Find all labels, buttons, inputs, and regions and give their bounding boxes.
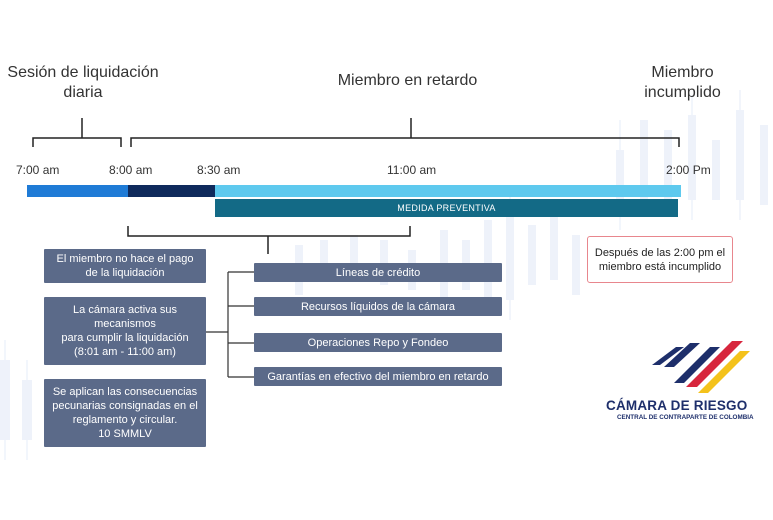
logo-subtitle: CENTRAL DE CONTRAPARTE DE COLOMBIA <box>617 414 754 421</box>
header-member-default: Miembro incumplido <box>644 64 721 101</box>
header-member-late: Miembro en retardo <box>337 72 478 89</box>
mechanism-liquid-resources: Recursos líquidos de la cámara <box>254 297 502 316</box>
box-member-no-payment: El miembro no hace el pago de la liquida… <box>44 249 206 283</box>
header-session: Sesión de liquidación diaria <box>7 64 159 101</box>
time-label-1100: 11:00 am <box>387 163 437 177</box>
time-label-0700: 7:00 am <box>16 163 60 177</box>
time-label-1400: 2:00 Pm <box>666 163 711 177</box>
timeline-late-segment <box>215 185 681 197</box>
preventive-measure-label: MEDIDA PREVENTIVA <box>397 203 496 213</box>
timeline-session-segment <box>27 185 128 197</box>
mechanism-cash-guarantees: Garantías en efectivo del miembro en ret… <box>254 367 502 386</box>
camara-de-riesgo-stripes-logo-icon <box>652 341 750 393</box>
mechanism-repo-operations: Operaciones Repo y Fondeo <box>254 333 502 352</box>
default-notice-box: Después de las 2:00 pm el miembro está i… <box>587 236 733 283</box>
time-label-0830: 8:30 am <box>197 163 241 177</box>
logo-name: CÁMARA DE RIESGO <box>606 398 748 413</box>
time-label-0800: 8:00 am <box>109 163 153 177</box>
timeline-grace-segment <box>128 185 215 197</box>
mechanism-credit-lines: Líneas de crédito <box>254 263 502 282</box>
preventive-measure-bar: MEDIDA PREVENTIVA <box>215 199 678 217</box>
box-pecuniary-consequences: Se aplican las consecuencias pecunarias … <box>44 379 206 447</box>
box-chamber-mechanisms: La cámara activa sus mecanismos para cum… <box>44 297 206 365</box>
